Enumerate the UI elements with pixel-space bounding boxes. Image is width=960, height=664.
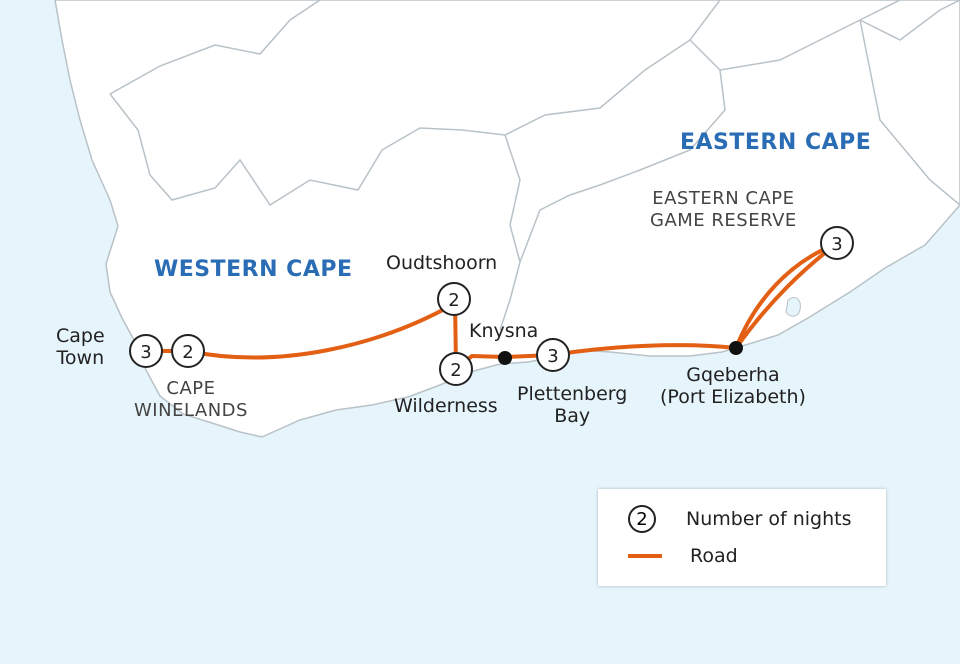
label-cape-town-line2: Town bbox=[56, 347, 105, 369]
road-gqeberha-reserve-a bbox=[734, 242, 838, 350]
label-gqeberha-line2: (Port Elizabeth) bbox=[660, 386, 806, 408]
label-game-reserve-line1: EASTERN CAPE bbox=[652, 188, 795, 209]
svg-text:2: 2 bbox=[182, 342, 193, 363]
label-knysna: Knysna bbox=[469, 320, 539, 342]
label-plettenberg-bay-line2: Bay bbox=[554, 405, 591, 427]
region-eastern-cape: EASTERN CAPE bbox=[680, 130, 872, 155]
label-cape-town: Cape Town bbox=[56, 325, 105, 369]
stop-game-reserve: 3 bbox=[820, 226, 854, 260]
legend-road-label: Road bbox=[690, 545, 738, 567]
province-borders bbox=[109, 0, 960, 331]
land-south-africa bbox=[54, 0, 960, 438]
label-cape-town-line1: Cape bbox=[56, 325, 105, 347]
legend-nights-row: 2 Number of nights bbox=[628, 505, 852, 533]
region-western-cape: WESTERN CAPE bbox=[154, 257, 353, 282]
lake bbox=[785, 297, 801, 317]
svg-text:2: 2 bbox=[448, 290, 459, 311]
map-legend: 2 Number of nights Road bbox=[598, 489, 886, 586]
legend-road-line bbox=[628, 554, 662, 558]
label-game-reserve-line2: GAME RESERVE bbox=[650, 210, 797, 231]
label-game-reserve: EASTERN CAPE GAME RESERVE bbox=[650, 188, 797, 232]
svg-text:3: 3 bbox=[140, 342, 151, 363]
label-gqeberha-line1: Gqeberha bbox=[686, 364, 780, 386]
label-plettenberg-bay-line1: Plettenberg bbox=[517, 383, 628, 405]
stop-cape-winelands: 2 bbox=[171, 334, 205, 368]
svg-text:3: 3 bbox=[547, 346, 558, 367]
waypoint-gqeberha bbox=[729, 341, 743, 355]
label-cape-winelands: CAPE WINELANDS bbox=[134, 378, 248, 422]
stop-plettenberg-bay: 3 bbox=[536, 338, 570, 372]
label-wilderness: Wilderness bbox=[394, 395, 498, 417]
label-oudtshoorn: Oudtshoorn bbox=[386, 252, 498, 274]
label-cape-winelands-line2: WINELANDS bbox=[134, 400, 248, 421]
label-plettenberg-bay: Plettenberg Bay bbox=[517, 383, 627, 427]
legend-road-row: Road bbox=[628, 545, 738, 567]
stop-cape-town: 3 bbox=[129, 334, 163, 368]
stop-oudtshoorn: 2 bbox=[437, 282, 471, 316]
road-plettenberg-gqeberha bbox=[551, 343, 738, 357]
waypoint-knysna bbox=[498, 351, 512, 365]
svg-text:2: 2 bbox=[450, 360, 461, 381]
legend-nights-label: Number of nights bbox=[686, 508, 852, 530]
label-gqeberha: Gqeberha (Port Elizabeth) bbox=[660, 364, 806, 408]
stop-wilderness: 2 bbox=[439, 352, 473, 386]
legend-nights-circle: 2 bbox=[628, 505, 656, 533]
label-cape-winelands-line1: CAPE bbox=[166, 378, 216, 399]
road-winelands-oudtshoorn bbox=[186, 303, 454, 360]
svg-text:3: 3 bbox=[831, 234, 842, 255]
